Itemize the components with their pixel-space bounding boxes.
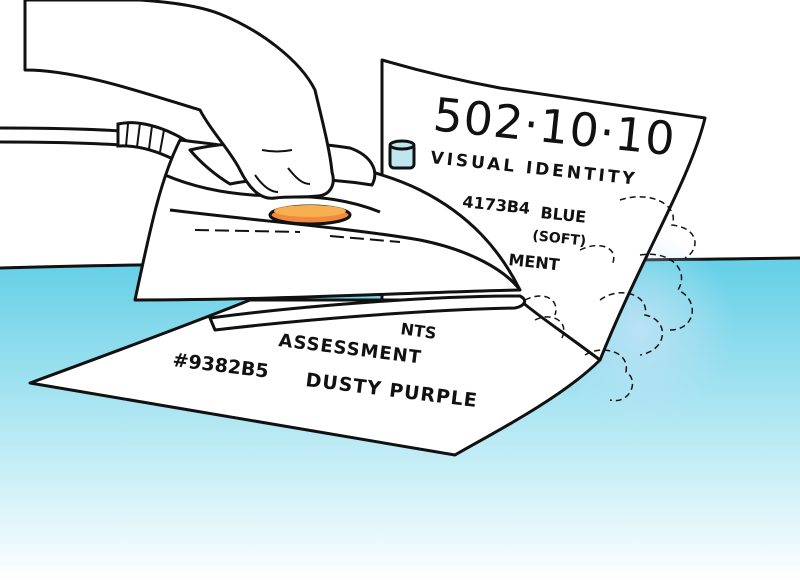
temperature-dial-icon (268, 204, 352, 226)
steam-cloud-icon (524, 196, 696, 402)
color-qualifier-1: (SOFT) (532, 228, 587, 250)
hand-icon (23, 0, 335, 200)
color-name-1: BLUE (540, 203, 587, 227)
iron-soleplate (208, 294, 527, 332)
iron-cord (0, 126, 137, 148)
document-sheet-lower (28, 298, 602, 457)
partial-word-lower: NTS (399, 319, 437, 343)
steam-knob-icon (388, 139, 416, 170)
